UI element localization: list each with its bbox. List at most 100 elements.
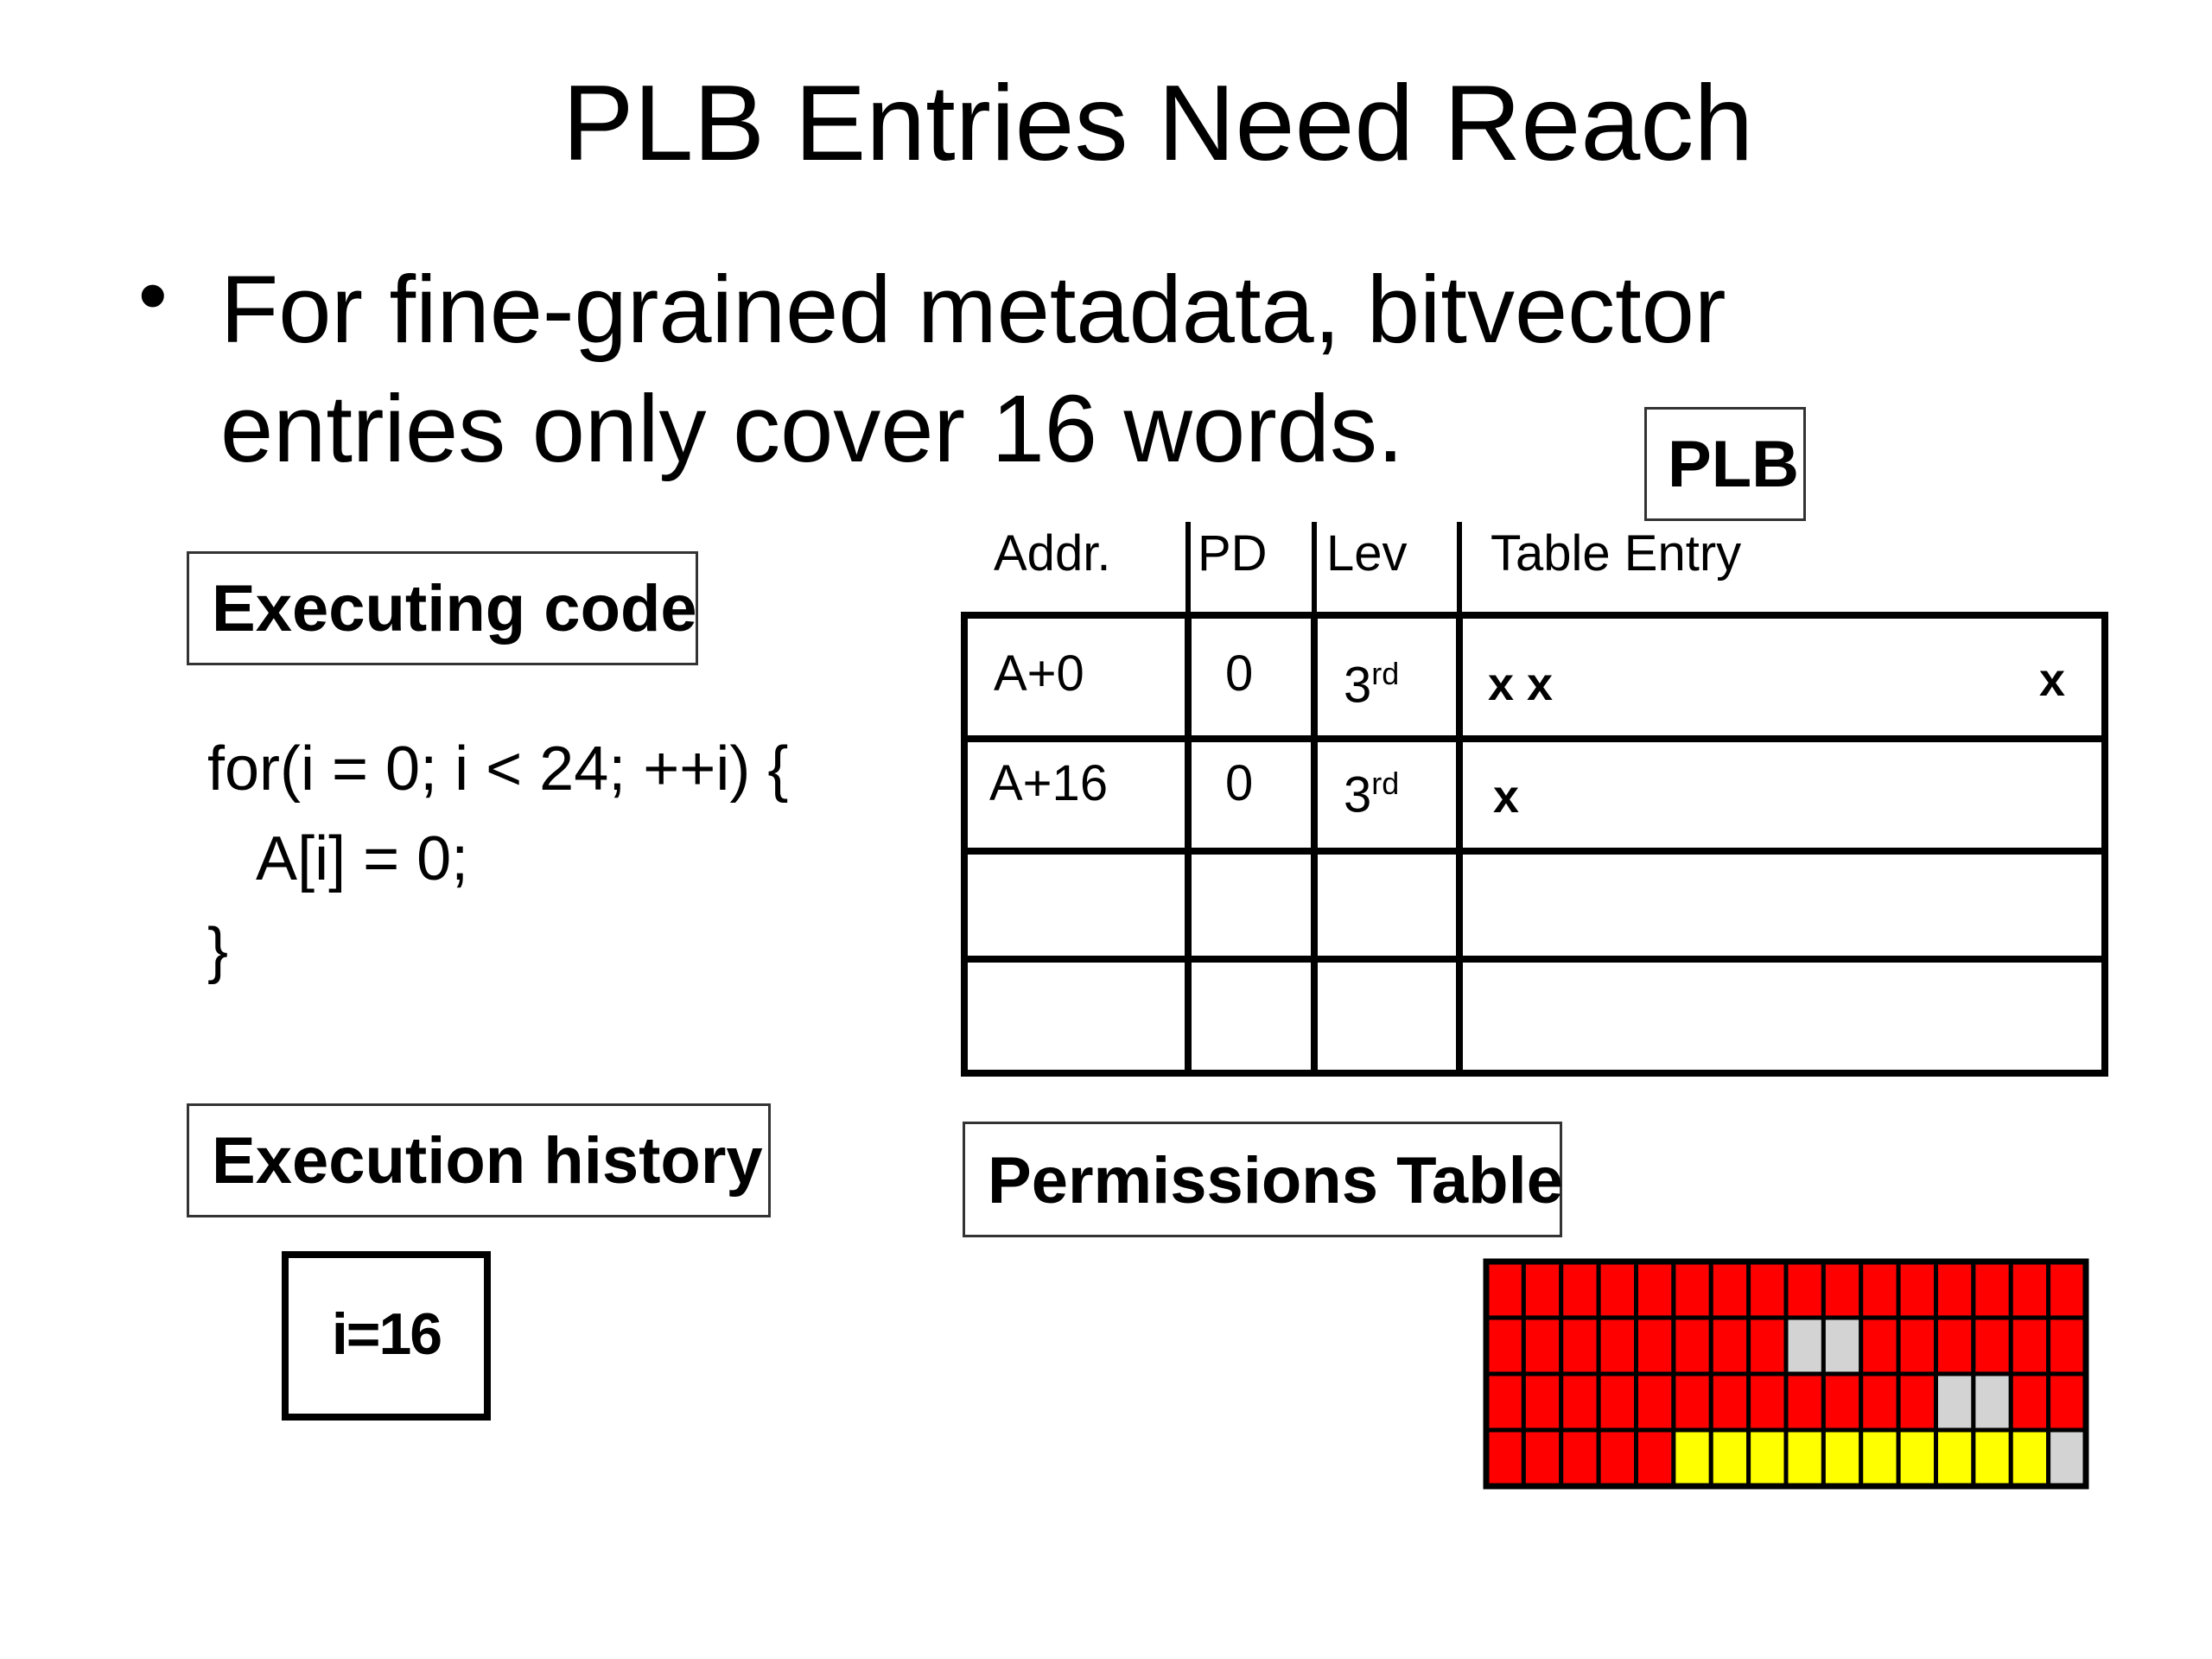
permission-cell — [1634, 1259, 1676, 1320]
row1-entry-left: x x — [1488, 658, 1554, 710]
permission-cell — [2008, 1427, 2051, 1489]
permission-cell — [1746, 1427, 1789, 1489]
bullet-line-2: entries only cover 16 words. — [220, 376, 1404, 482]
permission-cell — [1896, 1315, 1938, 1376]
permission-cell — [1596, 1259, 1638, 1320]
permission-cell — [1971, 1259, 2013, 1320]
permission-cell — [1934, 1371, 1976, 1433]
row1-pd: 0 — [1225, 645, 1254, 702]
row2-lev: 3rd — [1344, 753, 1399, 825]
permission-cell — [1521, 1259, 1564, 1320]
permission-cell — [1521, 1427, 1564, 1489]
row1-lev: 3rd — [1344, 644, 1399, 715]
execution-history-box: i=16 — [282, 1251, 491, 1421]
permission-cell — [1708, 1371, 1751, 1433]
permission-cell — [1559, 1371, 1601, 1433]
permission-cell — [2046, 1371, 2088, 1433]
permission-cell — [1971, 1427, 2013, 1489]
permission-cell — [1671, 1371, 1713, 1433]
permission-cell — [1971, 1315, 2013, 1376]
permission-cell — [2046, 1427, 2088, 1489]
permission-cell — [1484, 1259, 1526, 1320]
permission-cell — [1559, 1259, 1601, 1320]
header-separator — [1312, 522, 1317, 617]
permission-cell — [1596, 1371, 1638, 1433]
permission-cell — [1821, 1315, 1864, 1376]
permission-cell — [2008, 1371, 2051, 1433]
permission-cell — [1934, 1315, 1976, 1376]
header-separator — [1185, 522, 1191, 617]
permission-cell — [2008, 1259, 2051, 1320]
bullet-line-1: For fine-grained metadata, bitvector — [220, 257, 1726, 363]
permission-cell — [1746, 1259, 1789, 1320]
permission-cell — [1859, 1315, 1901, 1376]
permission-cell — [1484, 1427, 1526, 1489]
permission-cell — [1783, 1259, 1826, 1320]
permission-cell — [2046, 1315, 2088, 1376]
row1-entry-right: x — [2039, 654, 2066, 706]
permission-cell — [1521, 1371, 1564, 1433]
permission-cell — [1971, 1371, 2013, 1433]
permission-cell — [1671, 1315, 1713, 1376]
permission-cell — [1746, 1315, 1789, 1376]
header-separator — [1457, 522, 1462, 617]
header-pd: PD — [1198, 525, 1268, 582]
permission-cell — [1634, 1315, 1676, 1376]
code-line-2: A[i] = 0; — [207, 824, 469, 893]
permission-cell — [1484, 1315, 1526, 1376]
code-line-3: } — [207, 916, 229, 985]
row2-entry-left: x — [1493, 771, 1520, 823]
permission-cell — [1671, 1259, 1713, 1320]
permission-cell — [1859, 1427, 1901, 1489]
permission-cell — [1821, 1427, 1864, 1489]
row2-pd: 0 — [1225, 755, 1254, 811]
row1-lev-num: 3 — [1344, 657, 1372, 714]
bullet-text: For fine-grained metadata, bitvector ent… — [220, 251, 1726, 489]
permission-cell — [1559, 1315, 1601, 1376]
permission-cell — [1484, 1371, 1526, 1433]
permission-cell — [1821, 1371, 1864, 1433]
row2-lev-num: 3 — [1344, 766, 1372, 823]
permission-cell — [2046, 1259, 2088, 1320]
permissions-grid-border — [1483, 1258, 2089, 1490]
permission-cell — [1859, 1259, 1901, 1320]
permission-cell — [1521, 1315, 1564, 1376]
row1-addr: A+0 — [994, 645, 1084, 702]
permission-cell — [1634, 1427, 1676, 1489]
permission-cell — [1783, 1427, 1826, 1489]
row2-lev-sup: rd — [1371, 766, 1400, 801]
permission-cell — [1671, 1427, 1713, 1489]
header-addr: Addr. — [994, 525, 1111, 582]
permission-cell — [1821, 1259, 1864, 1320]
permission-cell — [1708, 1427, 1751, 1489]
permission-cell — [1596, 1315, 1638, 1376]
row1-lev-sup: rd — [1371, 656, 1400, 691]
row2-addr: A+16 — [989, 755, 1109, 811]
executing-code-label: Executing code — [187, 551, 698, 665]
permission-cell — [1596, 1427, 1638, 1489]
permission-cell — [1559, 1427, 1601, 1489]
permissions-table-label: Permissions Table — [963, 1122, 1563, 1237]
code-line-1: for(i = 0; i < 24; ++i) { — [207, 734, 789, 804]
plb-label: PLB — [1644, 407, 1806, 521]
permission-cell — [1746, 1371, 1789, 1433]
slide-title: PLB Entries Need Reach — [562, 64, 1754, 183]
permission-cell — [1708, 1315, 1751, 1376]
permission-cell — [1859, 1371, 1901, 1433]
permissions-grid — [1483, 1258, 2089, 1490]
permission-cell — [2008, 1315, 2051, 1376]
permission-cell — [1934, 1259, 1976, 1320]
header-table-entry: Table Entry — [1491, 525, 1742, 582]
permission-cell — [1634, 1371, 1676, 1433]
permission-cell — [1896, 1371, 1938, 1433]
header-lev: Lev — [1326, 525, 1408, 582]
permission-cell — [1708, 1259, 1751, 1320]
permission-cell — [1896, 1427, 1938, 1489]
permission-cell — [1783, 1371, 1826, 1433]
permission-cell — [1896, 1259, 1938, 1320]
permission-cell — [1934, 1427, 1976, 1489]
history-value: i=16 — [331, 1301, 442, 1367]
execution-history-label: Execution history — [187, 1103, 771, 1217]
permission-cell — [1783, 1315, 1826, 1376]
bullet-dot: • — [138, 249, 168, 341]
